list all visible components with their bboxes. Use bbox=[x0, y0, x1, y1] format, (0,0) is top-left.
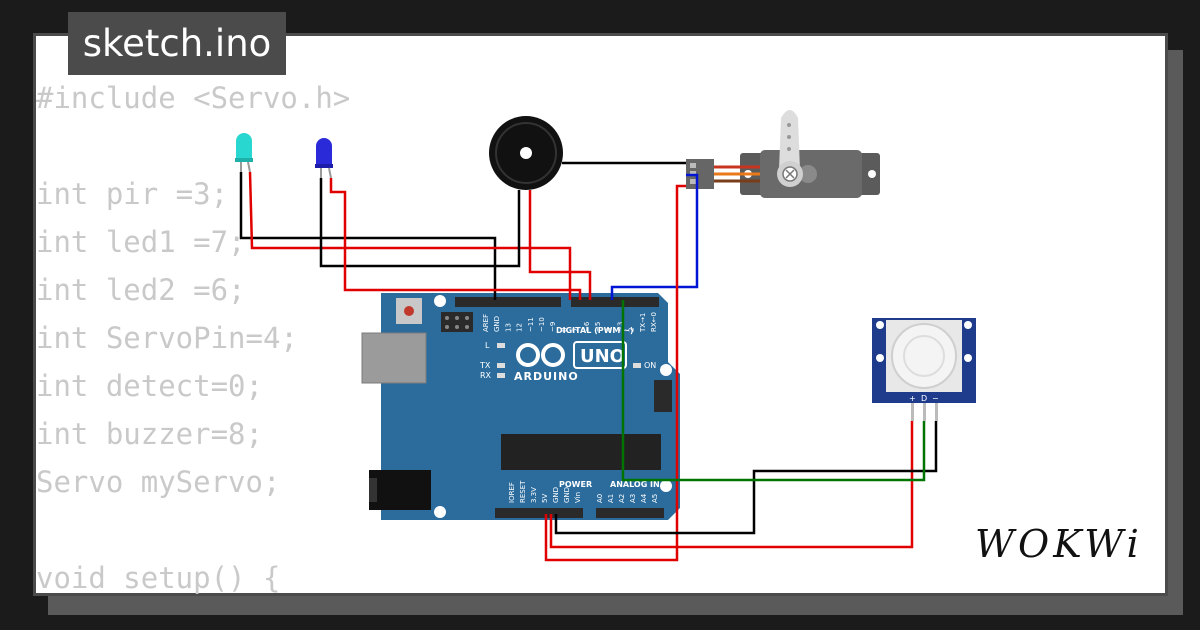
pin-label: A5 bbox=[651, 494, 659, 503]
mount-hole bbox=[434, 506, 446, 518]
digital-header-right bbox=[571, 297, 659, 307]
analog-header bbox=[596, 508, 664, 518]
rx-label: RX bbox=[480, 371, 492, 380]
pin-label: 4 bbox=[605, 327, 613, 332]
pin-label: ~11 bbox=[527, 317, 535, 332]
code-line: void setup() { bbox=[36, 561, 281, 595]
tx-led bbox=[497, 363, 505, 368]
pin-label: ~6 bbox=[583, 321, 591, 332]
code-line: int led2 =6; bbox=[36, 273, 246, 307]
servo-horn bbox=[779, 110, 800, 170]
pin-label: 2 bbox=[628, 328, 636, 332]
wire-pir-power[interactable] bbox=[549, 421, 914, 549]
power-jack bbox=[369, 470, 431, 510]
pin-label: 8 bbox=[560, 328, 568, 332]
power-label: POWER bbox=[559, 480, 592, 489]
digital-header-left bbox=[455, 297, 561, 307]
servo-motor[interactable] bbox=[686, 110, 880, 198]
pin-label: ~9 bbox=[549, 322, 557, 332]
mount-hole bbox=[660, 480, 672, 492]
tx-label: TX bbox=[479, 361, 491, 370]
arduino-logo-icon bbox=[516, 343, 565, 367]
on-label: ON bbox=[644, 361, 656, 370]
power-header bbox=[495, 508, 583, 518]
wire-servo-signal[interactable] bbox=[610, 173, 699, 300]
piezo-buzzer[interactable] bbox=[489, 116, 563, 190]
pir-pin-vcc-label: + bbox=[909, 394, 916, 403]
wire-led2-gnd[interactable] bbox=[319, 178, 521, 268]
mount-hole bbox=[660, 364, 672, 376]
pin-label: AREF bbox=[482, 314, 490, 332]
pir-pin-d-label: D bbox=[921, 394, 927, 403]
pin-label: A1 bbox=[607, 494, 615, 503]
rx-led bbox=[497, 373, 505, 378]
pin-label: GND bbox=[563, 487, 571, 503]
wire-led1-gnd[interactable] bbox=[239, 172, 497, 300]
atmega-chip bbox=[501, 434, 661, 470]
wire-buzzer-signal[interactable] bbox=[528, 190, 592, 300]
digital-label: DIGITAL (PWM ~) bbox=[556, 326, 634, 335]
pin-label: Vin bbox=[574, 492, 582, 503]
pin-label: A2 bbox=[618, 494, 626, 503]
pin-label: A4 bbox=[640, 493, 648, 503]
pin-label: A0 bbox=[596, 494, 604, 503]
code-line: int pir =3; bbox=[36, 177, 229, 211]
pin-label: RX←0 bbox=[650, 312, 658, 332]
icsp-header-right bbox=[654, 380, 672, 412]
mount-hole bbox=[434, 295, 446, 307]
code-preview: #include <Servo.h> int pir =3; int led1 =7… bbox=[36, 74, 350, 602]
pin-label: RESET bbox=[519, 480, 527, 503]
on-led bbox=[633, 363, 641, 368]
pin-label: TX→1 bbox=[639, 313, 647, 333]
pin-label: ~3 bbox=[616, 322, 624, 332]
l-label: L bbox=[485, 341, 490, 350]
arduino-uno-board[interactable]: ARDUINO UNO DIGITAL (PWM ~) POWER ANALOG… bbox=[361, 293, 680, 520]
pin-label: 7 bbox=[572, 328, 580, 332]
code-line: int detect=0; bbox=[36, 369, 263, 403]
pir-dome bbox=[891, 323, 957, 389]
board-model-text: UNO bbox=[580, 346, 625, 367]
pin-label: GND bbox=[493, 316, 501, 332]
wire-led1-signal[interactable] bbox=[248, 171, 572, 300]
wokwi-logo: WOKWi bbox=[975, 522, 1143, 566]
pin-label: 12 bbox=[516, 323, 524, 332]
wires bbox=[239, 161, 938, 562]
pir-motion-sensor[interactable]: + D − bbox=[872, 318, 976, 421]
icsp-header bbox=[441, 312, 473, 332]
code-line: int led1 =7; bbox=[36, 225, 246, 259]
pin-label: ~5 bbox=[594, 322, 602, 332]
wire-led2-signal[interactable] bbox=[329, 178, 582, 300]
code-line: int buzzer=8; bbox=[36, 417, 263, 451]
pin-label: 13 bbox=[504, 323, 512, 332]
wire-pir-gnd[interactable] bbox=[554, 421, 938, 535]
pin-label: 5V bbox=[541, 494, 549, 503]
pin-label: A3 bbox=[629, 494, 637, 503]
code-line: Servo myServo; bbox=[36, 465, 281, 499]
pir-pin-gnd-label: − bbox=[932, 394, 939, 403]
led-blue[interactable] bbox=[315, 138, 333, 179]
pin-label: GND bbox=[552, 487, 560, 503]
wire-servo-power[interactable] bbox=[544, 184, 686, 562]
wire-pir-signal[interactable] bbox=[621, 300, 926, 482]
code-line: int ServoPin=4; bbox=[36, 321, 298, 355]
pin-label: IOREF bbox=[508, 482, 516, 503]
pin-label: ~10 bbox=[538, 317, 546, 332]
board-logo-text: ARDUINO bbox=[514, 370, 579, 383]
analog-label: ANALOG IN bbox=[610, 480, 660, 489]
pin-label: 3.3V bbox=[530, 487, 538, 503]
code-line: #include <Servo.h> bbox=[36, 81, 351, 115]
led-cyan[interactable] bbox=[235, 133, 253, 173]
l-led bbox=[497, 343, 505, 348]
file-tab[interactable]: sketch.ino bbox=[68, 12, 286, 75]
usb-port bbox=[361, 332, 427, 384]
